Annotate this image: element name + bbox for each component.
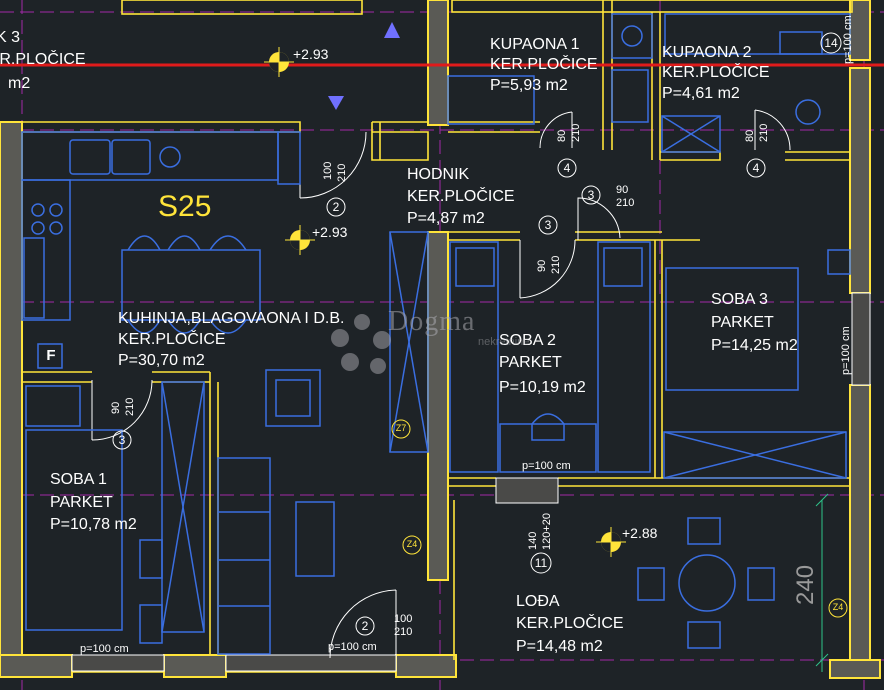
room-soba3-name: SOBA 3 [711,291,768,308]
door-dim: 80 [744,129,756,142]
door-dim: 100 [394,613,413,625]
room-soba1-floor: PARKET [50,494,113,511]
room-loda-floor: KER.PLOČICE [516,615,624,632]
room-soba3-floor: PARKET [711,314,774,331]
door-dim: 80 [556,129,568,142]
room-partial-area: m2 [8,75,31,92]
windows [71,292,871,672]
dimension-label: 240 [792,564,819,605]
room-kupaona2-name: KUPAONA 2 [662,44,752,61]
room-soba2-floor: PARKET [499,354,562,371]
door-tag: 2 [332,200,340,214]
window-label: p=100 cm [842,15,854,64]
room-soba1-area: P=10,78 m2 [50,516,137,533]
door-dim: 210 [758,123,770,142]
elevation-label-3: +2.88 [622,525,658,541]
room-loda-name: LOĐA [516,593,560,610]
door-tag: 3 [544,218,552,232]
watermark-logo [331,314,391,374]
door-dim: 90 [536,259,548,272]
room-kupaona1-name: KUPAONA 1 [490,36,580,53]
room-soba2-name: SOBA 2 [499,332,556,349]
room-kupaona2-floor: KER.PLOČICE [662,64,770,81]
door-dim: 210 [570,123,582,142]
door-tag: 14 [824,36,838,50]
door-swings [91,109,791,659]
room-kupaona1-area: P=5,93 m2 [490,77,568,94]
window-label: p=100 cm [80,643,129,655]
door-tag: 11 [534,556,548,570]
door-dim: 210 [394,626,413,638]
door-dim: 210 [616,197,635,209]
room-kuhinja-name: KUHINJA,BLAGOVAONA I D.B. [118,310,345,327]
furniture [21,13,851,655]
wall-tag: Z4 [832,602,844,612]
door-dim: 90 [110,401,122,414]
unit-code: S25 [158,190,212,223]
door-tag: 3 [118,433,126,447]
door-tag: 3 [587,188,595,202]
room-partial-floor: KER.PLOČICE [0,51,86,68]
room-kupaona2-area: P=4,61 m2 [662,85,740,102]
elevation-markers [264,47,626,557]
window-label: p=100 cm [840,326,852,375]
room-soba2-area: P=10,19 m2 [499,379,586,396]
level-markers [328,22,400,110]
room-partial-name: K 3 [0,29,21,46]
room-hodnik-name: HODNIK [407,166,470,183]
room-soba3-area: P=14,25 m2 [711,337,798,354]
door-dim: 120+20 [541,512,553,550]
wall-tag: Z4 [406,539,418,549]
fixture-label: F [46,347,56,364]
window-label: p=100 cm [328,641,377,653]
door-dim: 100 [322,161,334,180]
room-soba1-name: SOBA 1 [50,471,107,488]
room-kupaona1-floor: KER.PLOČICE [490,56,598,73]
dimension-line [815,493,829,672]
door-dim: 210 [124,397,136,416]
room-hodnik-area: P=4,87 m2 [407,210,485,227]
door-dim: 210 [336,163,348,182]
wall-tag: Z7 [395,423,407,433]
elevation-label-2: +2.93 [312,224,348,240]
room-loda-area: P=14,48 m2 [516,638,603,655]
door-dim: 90 [616,184,629,196]
room-hodnik-floor: KER.PLOČICE [407,188,515,205]
watermark-sub: nekretnine [478,336,530,348]
window-label: p=100 cm [522,460,571,472]
door-dim: 140 [527,531,539,550]
door-tag: 2 [361,619,369,633]
door-tag: 4 [752,161,760,175]
door-dim: 210 [550,255,562,274]
door-tag: 4 [563,161,571,175]
room-kuhinja-floor: KER.PLOČICE [118,331,226,348]
watermark-brand: Dogma [388,306,476,337]
door-tag-circles [112,32,842,636]
elevation-label-1: +2.93 [293,46,329,62]
wall-tag-circles [391,419,848,618]
room-kuhinja-area: P=30,70 m2 [118,352,205,369]
fixture-box [37,343,63,369]
